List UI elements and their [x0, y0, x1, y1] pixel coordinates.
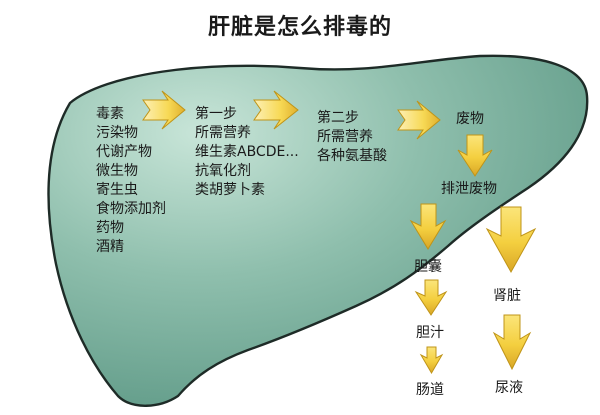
list-item: 酒精 — [96, 239, 124, 255]
liver-shape — [47, 54, 589, 407]
arrow-down-to-kidney — [485, 206, 537, 274]
list-item: 食物添加剂 — [96, 201, 166, 217]
arrow-down-bile-to-intestine — [419, 346, 444, 374]
list-item: 所需营养 — [317, 129, 373, 145]
arrow-right-phase1-to-phase2 — [253, 90, 299, 130]
list-item: 污染物 — [96, 125, 138, 141]
gallbladder-label: 胆囊 — [414, 259, 442, 275]
list-item: 类胡萝卜素 — [195, 182, 265, 198]
bile-label: 胆汁 — [416, 325, 444, 341]
arrow-right-toxins-to-phase1 — [142, 90, 186, 130]
list-item: 代谢产物 — [96, 144, 152, 160]
intestine-label: 肠道 — [416, 382, 444, 398]
phase1-header: 第一步 — [195, 106, 237, 122]
list-item: 寄生虫 — [96, 182, 138, 198]
kidney-label: 肾脏 — [493, 288, 521, 304]
toxins-list: 污染物 代谢产物 微生物 寄生虫 食物添加剂 药物 酒精 — [96, 124, 166, 257]
arrow-down-to-gallbladder — [409, 203, 447, 250]
list-item: 药物 — [96, 220, 124, 236]
phase1-list: 所需营养 维生素ABCDE... 抗氧化剂 类胡萝卜素 — [195, 124, 299, 200]
arrow-right-phase2-to-waste — [397, 100, 441, 140]
list-item: 各种氨基酸 — [317, 148, 387, 164]
phase2-header: 第二步 — [317, 110, 359, 126]
arrow-down-gallbladder-to-bile — [414, 279, 448, 316]
toxins-header: 毒素 — [96, 106, 124, 122]
arrow-down-waste-to-excreted — [457, 134, 493, 177]
phase2-list: 所需营养 各种氨基酸 — [317, 128, 387, 166]
arrow-down-kidney-to-urine — [492, 314, 532, 371]
urine-label: 尿液 — [495, 380, 523, 396]
waste-label: 废物 — [456, 111, 484, 127]
page-title: 肝脏是怎么排毒的 — [207, 15, 392, 40]
list-item: 抗氧化剂 — [195, 163, 251, 179]
list-item: 微生物 — [96, 163, 138, 179]
list-item: 所需营养 — [195, 125, 251, 141]
list-item: 维生素ABCDE... — [195, 144, 299, 160]
excreted-waste-label: 排泄废物 — [441, 181, 497, 197]
